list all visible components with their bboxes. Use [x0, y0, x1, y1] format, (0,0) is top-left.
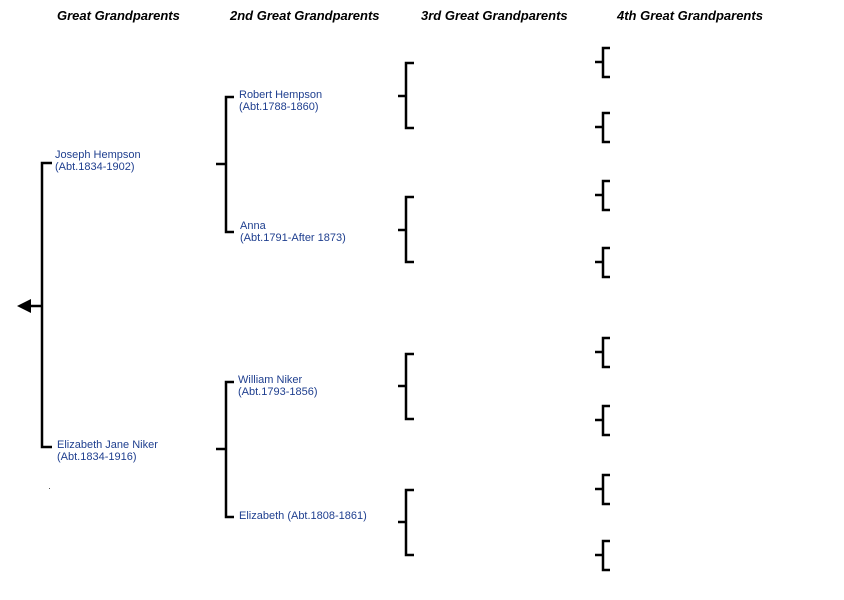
bracket-gen4-1	[601, 46, 610, 79]
person-name: Joseph Hempson	[55, 149, 141, 161]
bracket-gen4-2	[601, 111, 610, 144]
bracket-gen1	[40, 161, 52, 449]
person-dates: (Abt.1793-1856)	[238, 386, 318, 398]
person-dates: (Abt.1834-1916)	[57, 451, 137, 463]
person-robert-hempson[interactable]: Robert Hempson (Abt.1788-1860)	[239, 89, 322, 113]
header-great-grandparents: Great Grandparents	[57, 8, 180, 23]
person-elizabeth-jane-niker[interactable]: Elizabeth Jane Niker (Abt.1834-1916)	[57, 439, 158, 463]
person-name: Robert Hempson	[239, 89, 323, 101]
person-name: Elizabeth	[239, 510, 288, 522]
header-4th-great-grandparents: 4th Great Grandparents	[617, 8, 763, 23]
bracket-gen4-5	[601, 336, 610, 369]
left-arrow-icon	[17, 299, 31, 313]
bracket-gen4-8	[601, 539, 610, 572]
bracket-william-parents	[404, 352, 414, 421]
person-dates: (Abt.1834-1902)	[55, 161, 135, 173]
bracket-gen4-6	[601, 404, 610, 437]
bracket-gen4-7	[601, 473, 610, 506]
header-2nd-great-grandparents: 2nd Great Grandparents	[230, 8, 380, 23]
header-3rd-great-grandparents: 3rd Great Grandparents	[421, 8, 568, 23]
person-dates: (Abt.1808-1861)	[287, 510, 367, 522]
stray-dot	[49, 488, 50, 489]
person-name: Anna	[240, 220, 266, 232]
person-name: Elizabeth Jane Niker	[57, 439, 158, 451]
person-william-niker[interactable]: William Niker (Abt.1793-1856)	[238, 374, 318, 398]
bracket-elizabeth-parents	[404, 488, 414, 557]
bracket-gen4-4	[601, 246, 610, 279]
bracket-hempson	[224, 95, 234, 234]
person-dates: (Abt.1791-After 1873)	[240, 232, 346, 244]
person-elizabeth[interactable]: Elizabeth (Abt.1808-1861)	[239, 510, 367, 522]
bracket-anna-parents	[404, 195, 414, 264]
person-name: William Niker	[238, 374, 303, 386]
person-joseph-hempson[interactable]: Joseph Hempson (Abt.1834-1902)	[55, 149, 141, 173]
bracket-robert-parents	[404, 61, 414, 130]
person-anna[interactable]: Anna (Abt.1791-After 1873)	[240, 220, 346, 244]
bracket-gen4-3	[601, 179, 610, 212]
bracket-niker	[224, 380, 234, 519]
person-dates: (Abt.1788-1860)	[239, 101, 319, 113]
